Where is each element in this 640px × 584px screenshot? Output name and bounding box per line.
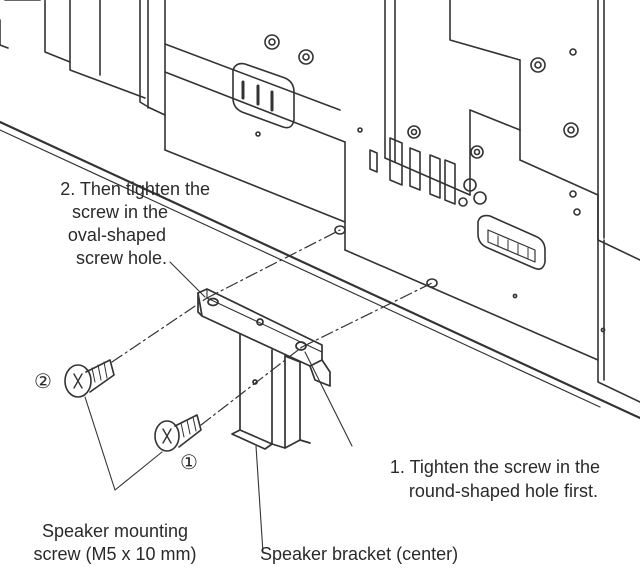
speaker-bracket xyxy=(197,288,331,450)
step2-label-line2: screw in the xyxy=(71,202,168,222)
screw-1 xyxy=(154,414,202,452)
screw-2 xyxy=(64,359,115,398)
marker-1-badge: ① xyxy=(180,450,198,474)
alignment-lines xyxy=(111,229,433,426)
screw-label-line1: Speaker mounting xyxy=(41,521,189,541)
step2-label-line1: 2. Then tighten the xyxy=(60,179,210,199)
marker-2-badge: ② xyxy=(34,369,52,393)
step2-label-line3: oval-shaped xyxy=(67,225,166,245)
bracket-label: Speaker bracket (center) xyxy=(260,544,459,564)
step1-label-line1: 1. Tighten the screw in the xyxy=(389,457,600,477)
connector-block xyxy=(369,137,546,270)
screw-label-line2: screw (M5 x 10 mm) xyxy=(33,544,197,564)
panel-body xyxy=(0,0,640,420)
ac-inlet xyxy=(232,62,295,137)
step1-label-line2: round-shaped hole first. xyxy=(408,481,598,501)
leader-lines xyxy=(84,261,353,554)
mounting-holes xyxy=(334,225,438,288)
step2-label-line4: screw hole. xyxy=(75,248,167,268)
panel-screw-bosses xyxy=(264,34,606,333)
